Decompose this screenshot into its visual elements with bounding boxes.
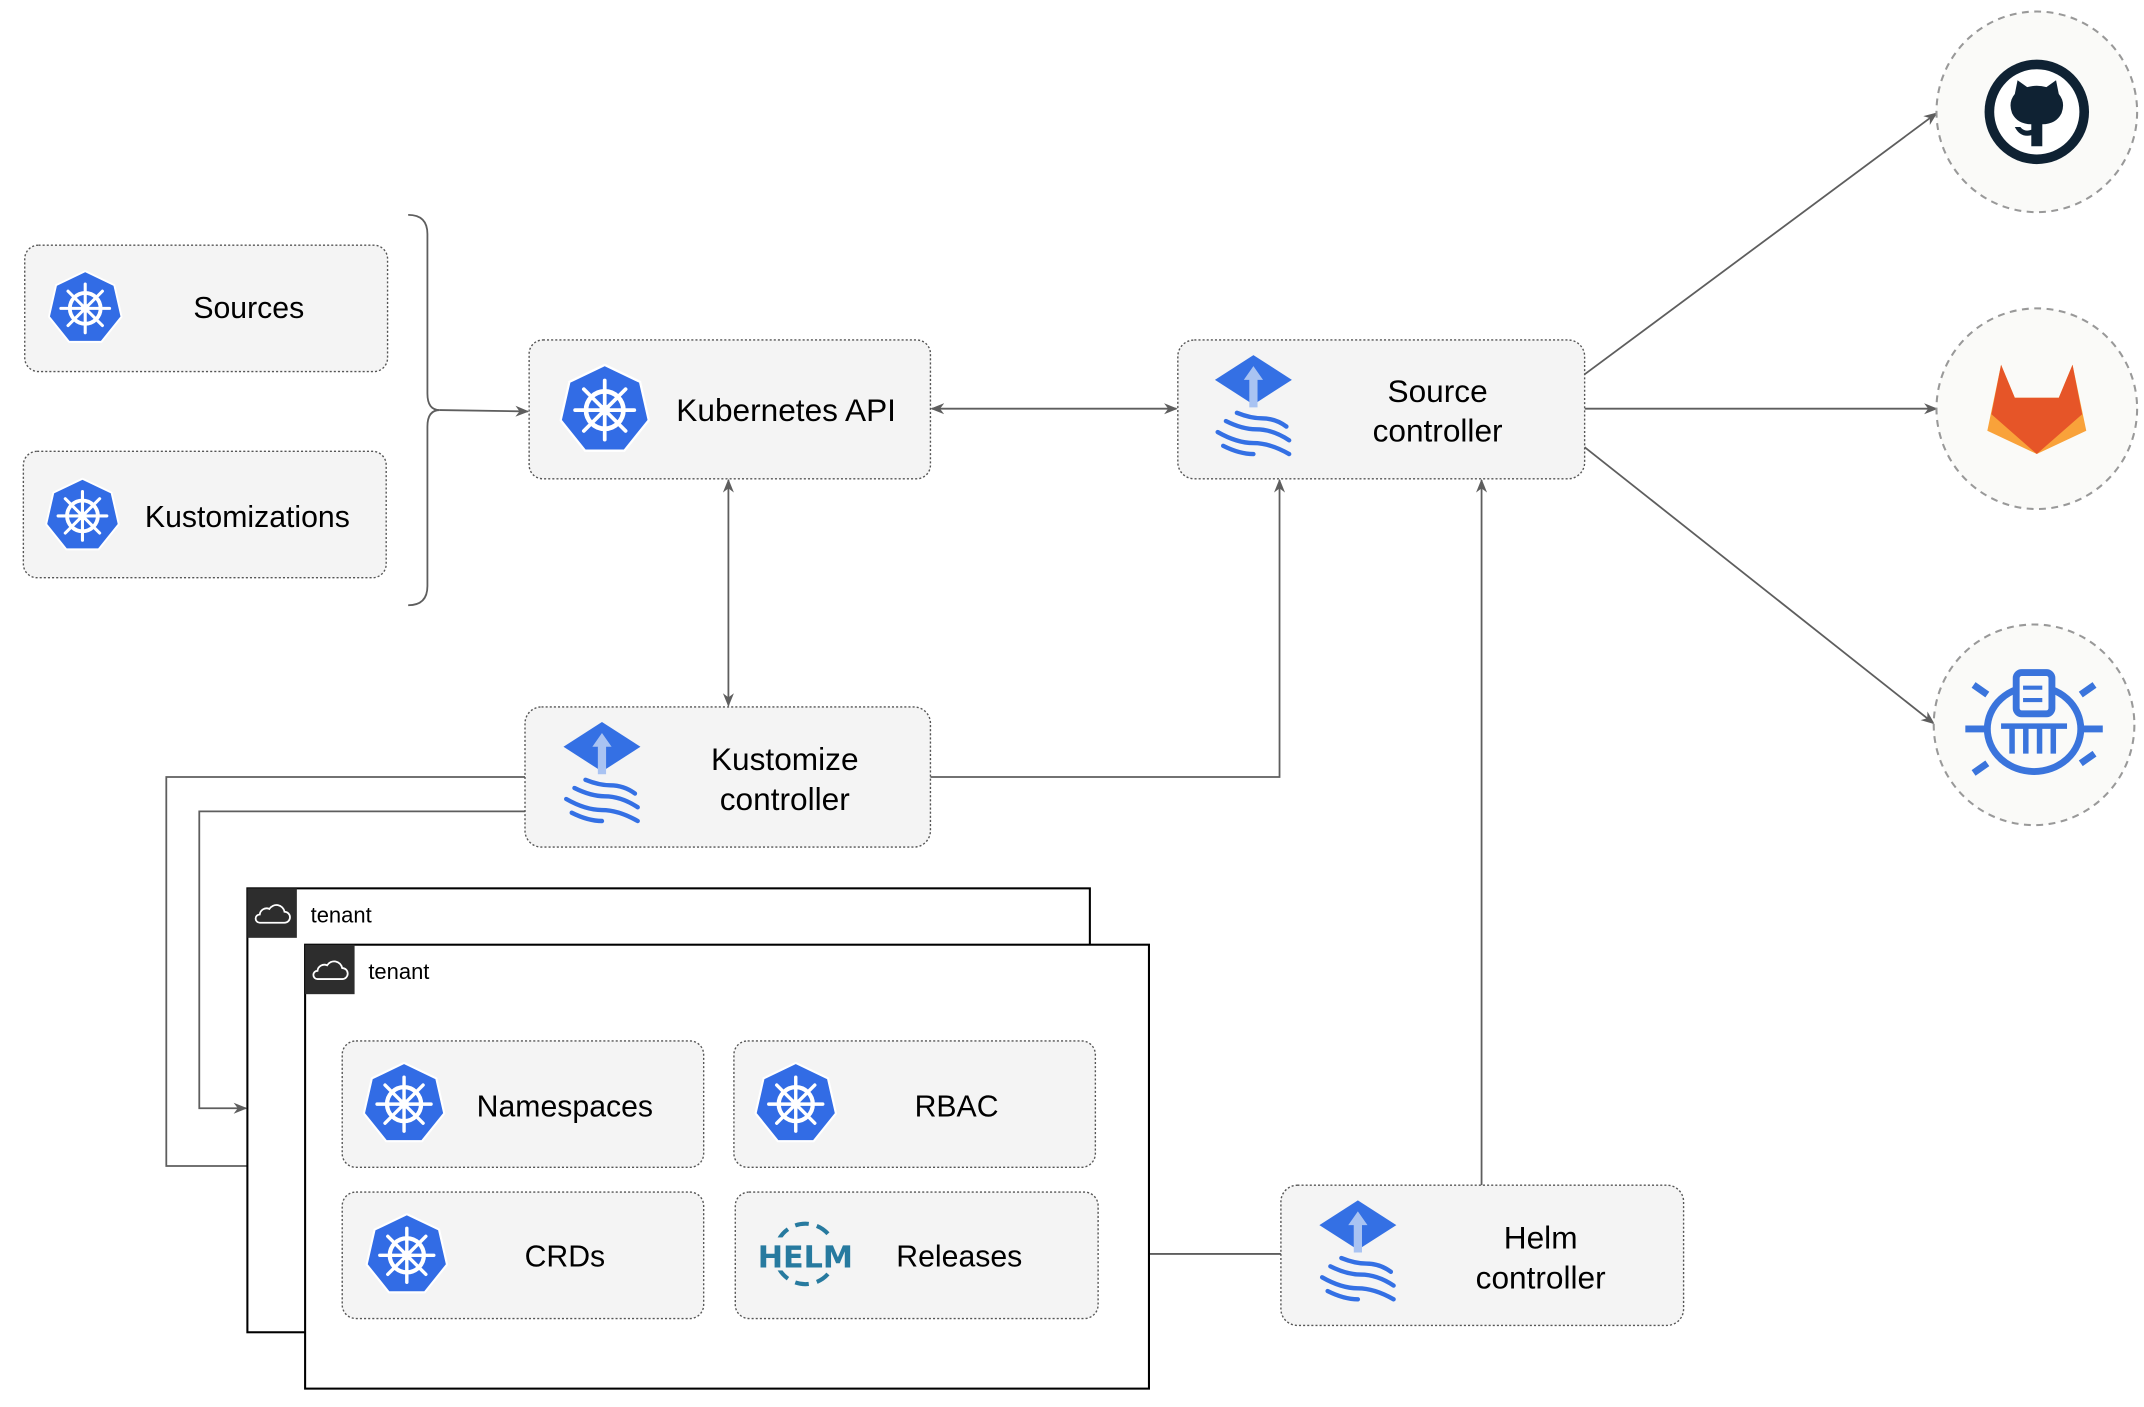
helm-controller-label-line2: controller xyxy=(1476,1259,1606,1295)
helm-controller-label-line1: Helm xyxy=(1504,1219,1578,1255)
crds-label: CRDs xyxy=(525,1240,606,1273)
svg-text:HELM: HELM xyxy=(758,1241,853,1276)
kubernetes-api-node[interactable]: Kubernetes API xyxy=(528,339,932,480)
cloud-icon-bg xyxy=(247,888,297,938)
cloud-icon xyxy=(254,904,291,924)
edge-kustomize-to-tenant-front xyxy=(165,776,526,1172)
releases-node[interactable]: HELM Releases xyxy=(734,1191,1099,1320)
gitlab-icon xyxy=(1987,364,2087,455)
releases-label: Releases xyxy=(896,1240,1022,1273)
tenant-label: tenant xyxy=(311,903,372,928)
gitlab-node[interactable] xyxy=(1935,307,2139,511)
github-node[interactable] xyxy=(1935,10,2139,214)
edge-source-to-harbor xyxy=(1584,446,1935,725)
tenant-label: tenant xyxy=(368,959,429,984)
edge-source-to-github xyxy=(1584,112,1938,376)
harbor-icon xyxy=(1965,669,2103,776)
edge-kustomize-to-source xyxy=(930,478,1286,778)
source-controller-node[interactable]: Source controller xyxy=(1177,339,1586,480)
kustomizations-label: Kustomizations xyxy=(145,501,350,534)
cloud-icon-bg xyxy=(305,944,355,995)
harbor-node[interactable] xyxy=(1932,623,2136,827)
crds-node[interactable]: CRDs xyxy=(341,1191,705,1320)
kustomize-controller-label-line1: Kustomize xyxy=(711,741,859,777)
edge-brace-to-kubernetes-api xyxy=(439,405,530,417)
helm-controller-node[interactable]: Helm controller xyxy=(1280,1184,1685,1327)
kustomizations-node[interactable]: Kustomizations xyxy=(22,450,387,579)
namespaces-label: Namespaces xyxy=(477,1090,653,1123)
edge-kustomize-to-tenant-back xyxy=(198,810,526,1114)
kubernetes-api-label: Kubernetes API xyxy=(676,392,896,428)
rbac-node[interactable]: RBAC xyxy=(733,1040,1097,1169)
kustomize-controller-node[interactable]: Kustomize controller xyxy=(524,706,932,848)
grouping-brace xyxy=(408,214,440,607)
github-icon xyxy=(1984,59,2090,165)
sources-node[interactable]: Sources xyxy=(24,244,389,373)
source-controller-label-line2: controller xyxy=(1373,413,1503,449)
rbac-label: RBAC xyxy=(915,1090,999,1123)
helm-icon: HELM xyxy=(758,1221,853,1287)
cloud-icon xyxy=(312,960,349,980)
source-controller-label-line1: Source xyxy=(1388,373,1488,409)
kustomize-controller-label-line2: controller xyxy=(720,781,850,817)
namespaces-node[interactable]: Namespaces xyxy=(341,1040,705,1169)
sources-label: Sources xyxy=(193,292,304,325)
